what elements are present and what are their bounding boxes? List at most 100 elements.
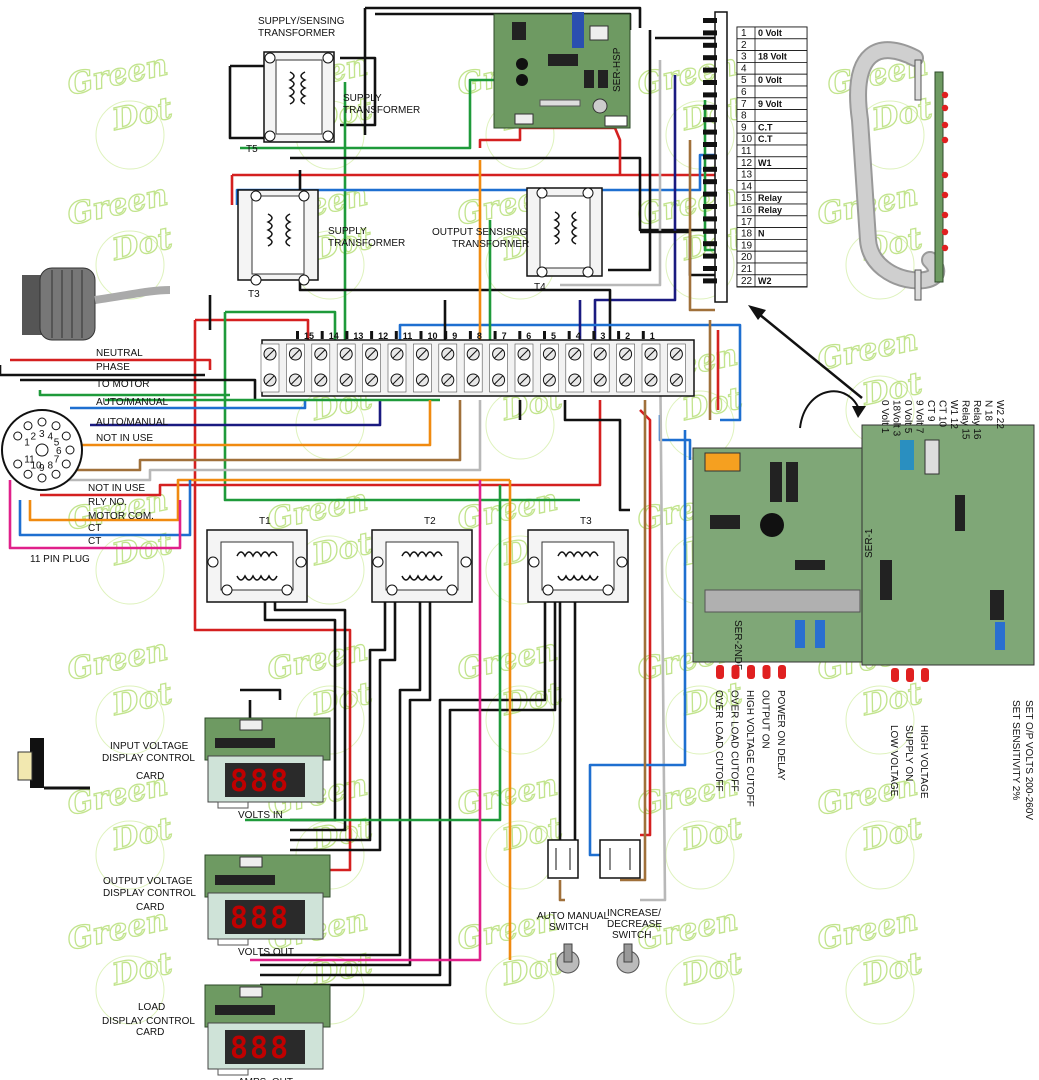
connector-pin-number: 14 bbox=[741, 181, 753, 192]
seven-segment-readout: 888 bbox=[230, 764, 290, 799]
connector-pin-label: N bbox=[758, 229, 765, 239]
plug-pin-number: 11 bbox=[24, 455, 35, 466]
inc-dec-switch-line1: INCREASE/ bbox=[607, 908, 661, 919]
connector-pin bbox=[703, 30, 717, 36]
connector-pin-label: W1 bbox=[758, 158, 772, 168]
connector-pin-number: 11 bbox=[741, 146, 752, 157]
ser-2ndf-led-label: HIGH VOLTAGE CUTOFF bbox=[744, 690, 755, 807]
led-icon bbox=[941, 244, 949, 252]
terminal-number: 11 bbox=[403, 331, 413, 341]
connector-table-row: 13 bbox=[736, 168, 808, 181]
connector-pin-number: 16 bbox=[741, 205, 753, 216]
terminal-number: 12 bbox=[378, 331, 388, 341]
plug-pin-number: 6 bbox=[56, 446, 62, 457]
led-icon bbox=[941, 136, 949, 144]
display-card-caption: AMPS. OUT bbox=[238, 1077, 293, 1080]
watermark-word2: Dot bbox=[108, 91, 175, 138]
ser-2ndf-led-label: POWER ON DELAY bbox=[775, 690, 786, 781]
connector-pin-number: 15 bbox=[741, 193, 753, 204]
connector-pin bbox=[703, 55, 717, 61]
plug-pin-icon bbox=[61, 431, 71, 441]
terminal-number: 8 bbox=[477, 331, 482, 341]
watermark-word2: Dot bbox=[308, 676, 375, 723]
ser-1-pin-label: 0 Volt 1 bbox=[879, 400, 890, 434]
plug-wire-label: CT bbox=[88, 523, 101, 534]
inc-dec-switch-line3: SWITCH bbox=[612, 930, 651, 941]
connector-table-row: 17 bbox=[736, 215, 808, 229]
t4-label-line1: OUTPUT SENSISNG bbox=[432, 227, 528, 238]
connector-pin-number: 3 bbox=[741, 52, 747, 63]
t3-top-id: T3 bbox=[248, 289, 260, 300]
seven-segment-readout: 888 bbox=[230, 1031, 290, 1066]
connector-pin-label: 0 Volt bbox=[758, 75, 782, 85]
connector-pin-number: 13 bbox=[741, 170, 753, 181]
current-transformer: T3 bbox=[527, 516, 629, 603]
plug-pin-icon bbox=[37, 417, 47, 427]
t3-label-line1: SUPPLY bbox=[328, 226, 367, 237]
display-card-title-line2: DISPLAY CONTROL bbox=[102, 1016, 195, 1027]
auto-manual-switch-line2: SWITCH bbox=[549, 922, 588, 933]
watermark-word2: Dot bbox=[108, 946, 175, 993]
connector-pin bbox=[703, 67, 717, 73]
t4-id: T4 bbox=[534, 282, 546, 293]
terminal-number: 4 bbox=[576, 331, 581, 341]
plug-pin-icon bbox=[37, 473, 47, 483]
display-card-title-line2: DISPLAY CONTROL bbox=[102, 753, 195, 764]
display-card-title-line2: DISPLAY CONTROL bbox=[103, 888, 196, 899]
led-icon bbox=[716, 665, 724, 679]
connector-pin-number: 2 bbox=[741, 40, 747, 51]
plug-pin-icon bbox=[23, 421, 33, 431]
plug-wire-label: TO MOTOR bbox=[96, 379, 150, 390]
connector-pin bbox=[703, 42, 717, 48]
connector-pin-number: 18 bbox=[741, 229, 753, 240]
ser-1-pin-label: Relay 15 bbox=[960, 400, 971, 440]
ser-1-label: SER-1 bbox=[864, 528, 875, 558]
connector-pin-number: 12 bbox=[741, 158, 753, 169]
connector-pin bbox=[703, 18, 717, 23]
plug-pin-icon bbox=[13, 431, 23, 441]
ser-hsp-board: SER-HSP bbox=[493, 12, 631, 129]
plug-wire-label: AUTO/MANUAL bbox=[96, 417, 168, 428]
terminal-number: 1 bbox=[650, 331, 655, 341]
connector-pin bbox=[703, 166, 717, 172]
plug-connector-image bbox=[22, 267, 171, 341]
ct-id: T2 bbox=[424, 516, 436, 527]
plug-wire-label: CT bbox=[88, 536, 101, 547]
t5-supply-line1: SUPPLY bbox=[343, 93, 382, 104]
connector-pin bbox=[703, 142, 717, 147]
display-card-title-line3: CARD bbox=[136, 1027, 164, 1038]
led-icon bbox=[941, 171, 949, 179]
watermark-word2: Dot bbox=[108, 526, 175, 573]
connector-pin-label: 9 Volt bbox=[758, 99, 782, 109]
terminal-number: 13 bbox=[353, 331, 363, 341]
terminal-number: 14 bbox=[329, 331, 339, 341]
switches: AUTO MANUAL SWITCH INCREASE/ DECREASE SW… bbox=[537, 839, 662, 974]
ser-2ndf-led-label: OVER LOAD CUTOFF bbox=[729, 690, 740, 792]
terminal-number: 5 bbox=[551, 331, 556, 341]
connector-pin-label: C.T bbox=[758, 134, 773, 144]
connector-pin-number: 1 bbox=[741, 28, 747, 39]
ser-1-setting-label: SET SENSITIVITY 2% bbox=[1010, 700, 1021, 800]
plug-wire-label: AUTO/MANUAL bbox=[96, 397, 168, 408]
direction-arrow bbox=[748, 305, 866, 429]
watermark-word2: Dot bbox=[858, 676, 925, 723]
wiring bbox=[0, 6, 742, 987]
connector-pin-number: 22 bbox=[741, 276, 753, 287]
plug-title: 11 PIN PLUG bbox=[30, 554, 90, 565]
led-icon bbox=[921, 668, 929, 682]
connector-pin bbox=[703, 253, 717, 259]
plug-wire-label: RLY NO. bbox=[88, 497, 127, 508]
connector-pin bbox=[703, 129, 717, 135]
connector-pin bbox=[703, 228, 717, 234]
auto-manual-switch-line1: AUTO MANUAL bbox=[537, 911, 609, 922]
